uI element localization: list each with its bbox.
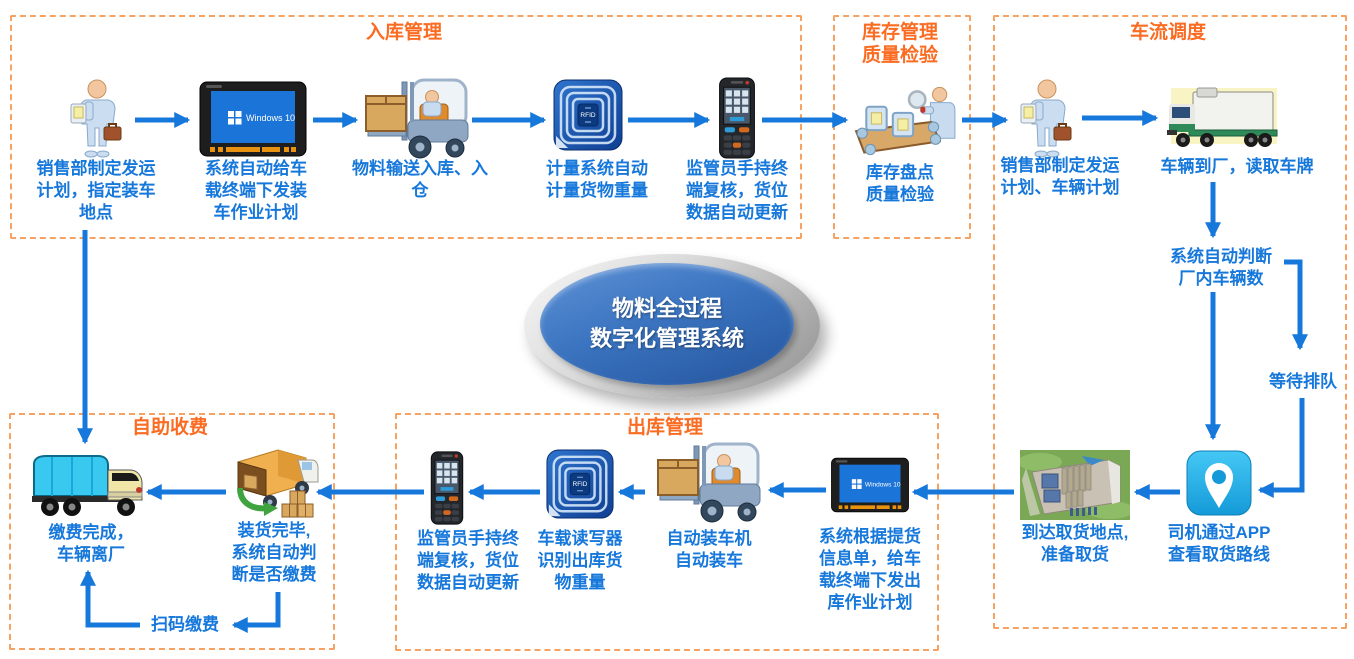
- step-label: 司机通过APP 查看取货路线: [1167, 523, 1271, 565]
- box-truck-icon: [1163, 86, 1281, 157]
- section-outbound: [395, 413, 939, 651]
- section-title-dispatch: 车流调度: [1129, 22, 1206, 43]
- svg-text:Windows 10: Windows 10: [246, 113, 295, 123]
- center-badge-inner: 物料全过程 数字化管理系统: [540, 263, 794, 385]
- step-label: 系统根据提货 信息单，给车 载终端下发出 库作业计划: [819, 527, 921, 613]
- conveyor-inspection-icon: [850, 84, 960, 165]
- step-label: 计量系统自动 计量货物重量: [546, 159, 648, 201]
- step-label: 缴费完成， 车辆离厂: [48, 523, 134, 565]
- step-label: 系统自动给车 载终端下发装 车作业计划: [205, 159, 307, 223]
- system-title: 物料全过程 数字化管理系统: [589, 296, 744, 351]
- windows-tablet-icon: Windows 10: [198, 80, 308, 163]
- svg-text:RFID: RFID: [573, 481, 588, 488]
- person-with-device-icon: [1012, 78, 1078, 163]
- step-label: 到达取货地点, 准备取货: [1021, 523, 1129, 565]
- step-label: 车辆到厂，读取车牌: [1160, 157, 1314, 176]
- section-title-inventory: 库存管理 质量检验: [861, 22, 938, 66]
- step-label: 装货完毕, 系统自动判 断是否缴费: [231, 521, 317, 585]
- windows-tablet-icon: Windows 10: [830, 448, 910, 527]
- handheld-terminal-icon: [428, 450, 466, 531]
- warehouse-aerial-photo: [1018, 450, 1134, 525]
- location-app-icon: [1186, 450, 1252, 521]
- forklift-icon: [360, 74, 474, 165]
- section-dispatch: [993, 15, 1347, 629]
- tarp-truck-icon: [30, 452, 146, 523]
- svg-text:Windows 10: Windows 10: [865, 481, 901, 488]
- handheld-terminal-icon: [716, 76, 758, 165]
- step-label: 库存盘点 质量检验: [866, 163, 934, 205]
- step-label: 等待排队: [1269, 372, 1337, 391]
- step-label: 监管员手持终 端复核，货位 数据自动更新: [417, 529, 519, 593]
- step-label: 系统自动判断 厂内车辆数: [1170, 247, 1272, 289]
- rfid-tag-icon: RFID: [552, 78, 624, 157]
- section-inbound: [10, 15, 802, 239]
- section-selfpay: [9, 413, 335, 650]
- step-label: 销售部制定发运 计划、车辆计划: [1000, 156, 1120, 198]
- step-label: 物料输送入库、入 仓: [352, 159, 488, 201]
- section-title-outbound: 出库管理: [626, 417, 703, 438]
- forklift-icon: [652, 438, 766, 529]
- section-title-inbound: 入库管理: [365, 22, 442, 43]
- delivery-truck-boxes-icon: [226, 446, 320, 527]
- center-badge: 物料全过程 数字化管理系统: [524, 254, 820, 398]
- section-title-selfpay: 自助收费: [131, 417, 208, 438]
- rfid-tag-icon: RFID: [545, 448, 615, 525]
- step-label: 自动装车机 自动装车: [666, 529, 752, 571]
- step-label: 监管员手持终 端复核，货位 数据自动更新: [686, 159, 788, 223]
- svg-text:RFID: RFID: [580, 112, 595, 119]
- step-label: 销售部制定发运 计划，指定装车 地点: [36, 159, 156, 223]
- step-label: 车载读写器 识别出库货 物重量: [537, 529, 623, 593]
- person-with-device-icon: [62, 78, 128, 163]
- step-label: 扫码缴费: [151, 615, 219, 634]
